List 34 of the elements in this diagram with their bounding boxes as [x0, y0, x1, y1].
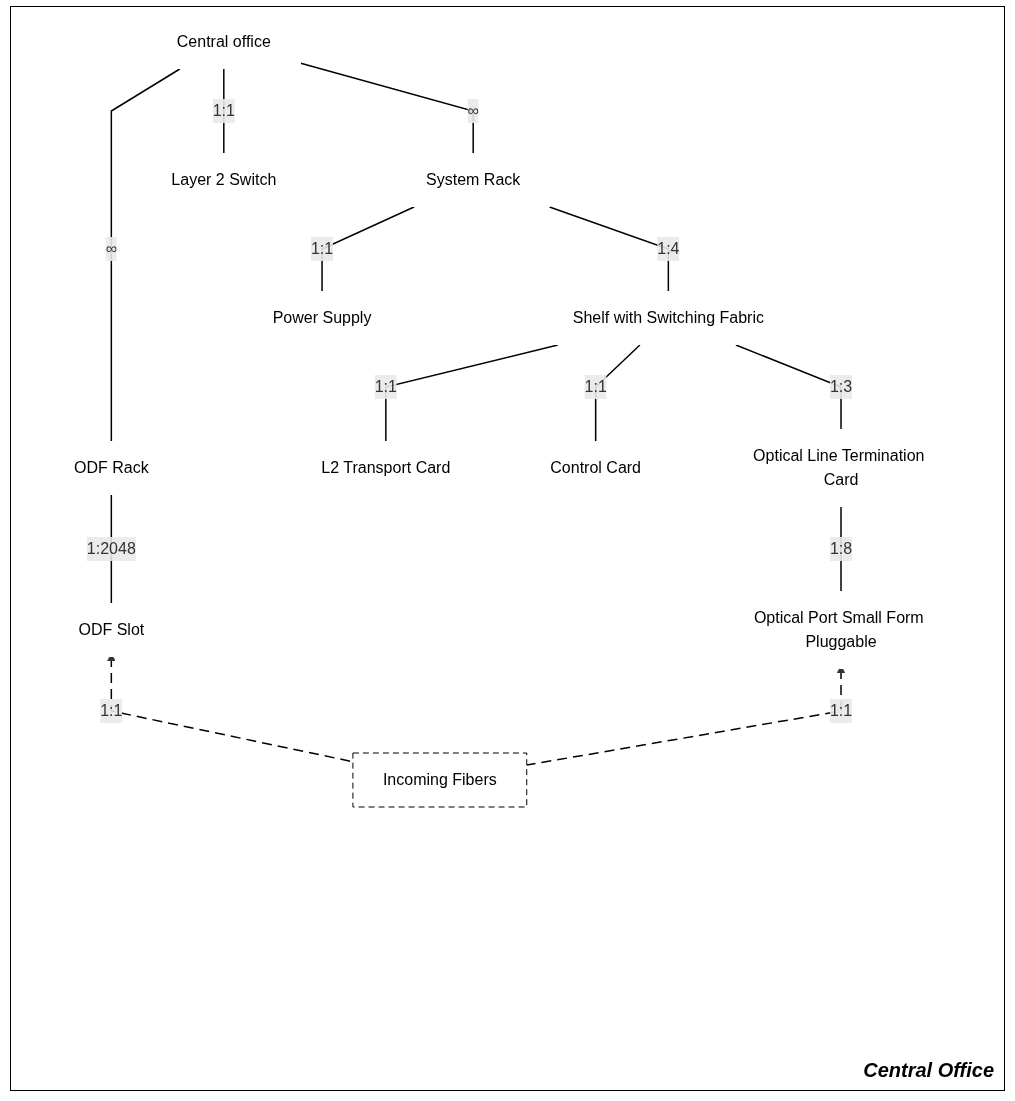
node-text: Optical Port Small Form Pluggable: [753, 609, 924, 650]
node-text: Control Card: [550, 459, 641, 476]
node-text: Layer 2 Switch: [171, 171, 277, 188]
edge-label: 1:2048: [86, 540, 136, 557]
edge-label: ∞: [105, 240, 118, 257]
caption: Central Office: [863, 1059, 994, 1082]
connector: [110, 68, 181, 442]
edge-label: 1:8: [829, 540, 853, 557]
node-text: ODF Slot: [78, 621, 145, 638]
node-box: Incoming Fibers: [352, 752, 528, 808]
connector: [735, 344, 842, 430]
node-text: Shelf with Switching Fabric: [572, 309, 764, 326]
edge-label: ∞: [467, 102, 479, 119]
connector: [548, 206, 670, 292]
connector: [385, 344, 559, 442]
edge-label: 1:1: [584, 378, 607, 395]
node-text: Central office: [176, 33, 271, 50]
connector: [594, 344, 641, 442]
connector: [300, 62, 474, 154]
connector: [840, 506, 842, 592]
node-text: ODF Rack: [73, 459, 149, 476]
edge-label: 1:1: [374, 378, 397, 395]
edge-label: 1:4: [657, 240, 680, 257]
edge-label: 1:1: [829, 702, 853, 719]
edge-label: 1:1: [310, 240, 334, 257]
node-text: System Rack: [426, 171, 521, 188]
node-text: Optical Line Termination Card: [753, 447, 925, 488]
edge-label: 1:1: [100, 702, 123, 719]
edge-label: 1:3: [829, 378, 853, 395]
edge-label: 1:1: [212, 102, 235, 119]
connector: [223, 68, 225, 154]
node-text: L2 Transport Card: [321, 459, 451, 476]
connector: [321, 206, 415, 292]
node-text: Power Supply: [272, 309, 372, 326]
